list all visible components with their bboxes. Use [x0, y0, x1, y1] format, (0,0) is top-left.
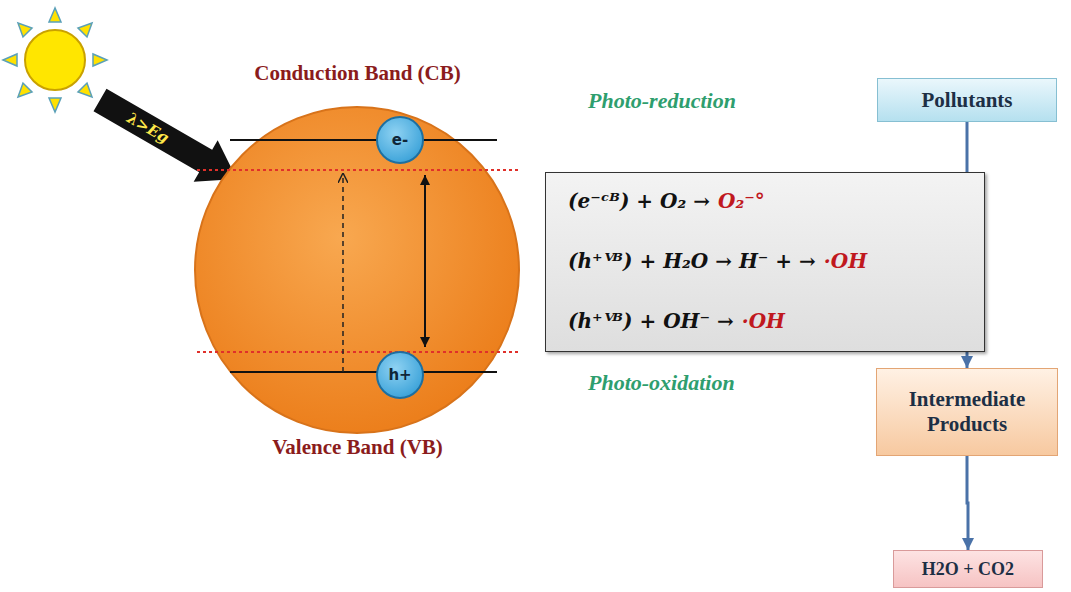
box-label: H2O + CO2	[922, 559, 1014, 580]
process-box: Pollutants	[877, 78, 1057, 122]
process-box: H2O + CO2	[893, 550, 1043, 588]
equation-text: (e⁻ᶜᴮ) + O₂ →	[568, 189, 710, 213]
wavelength-label: λ>Eg	[124, 109, 172, 147]
particle-circle: Conduction Band (CB) Valence Band (VB) e-h…	[190, 55, 525, 460]
charge-carrier: h+	[376, 351, 424, 399]
reaction-equation: (h⁺ⱽᴮ) + H₂O → H⁻ + → ·OH	[568, 249, 867, 273]
equation-text: (h⁺ⱽᴮ) + H₂O → H⁻ + →	[568, 249, 816, 273]
particle-outline	[190, 55, 525, 460]
flow-arrow	[967, 456, 968, 550]
equation-text: (h⁺ⱽᴮ) + OH⁻ →	[568, 309, 734, 333]
sun-icon	[3, 8, 107, 112]
reaction-equation: (e⁻ᶜᴮ) + O₂ → O₂⁻°	[568, 189, 765, 213]
band-label: Conduction Band (CB)	[190, 61, 525, 86]
radical-product: ·OH	[824, 249, 867, 273]
reaction-box: (e⁻ᶜᴮ) + O₂ → O₂⁻° (h⁺ⱽᴮ) + H₂O → H⁻ + → ·O…	[545, 172, 985, 352]
radical-product: O₂⁻°	[718, 189, 765, 213]
band-label: Valence Band (VB)	[190, 435, 525, 460]
box-label: Intermediate Products	[887, 387, 1047, 437]
reaction-equation: (h⁺ⱽᴮ) + OH⁻ → ·OH	[568, 309, 785, 333]
charge-carrier: e-	[376, 116, 424, 164]
process-label: Photo-oxidation	[588, 370, 735, 396]
process-label: Photo-reduction	[588, 88, 736, 114]
carrier-label: e-	[392, 131, 408, 149]
carrier-label: h+	[388, 366, 411, 384]
process-box: Intermediate Products	[876, 368, 1058, 456]
radical-product: ·OH	[742, 309, 785, 333]
box-label: Pollutants	[921, 88, 1012, 113]
